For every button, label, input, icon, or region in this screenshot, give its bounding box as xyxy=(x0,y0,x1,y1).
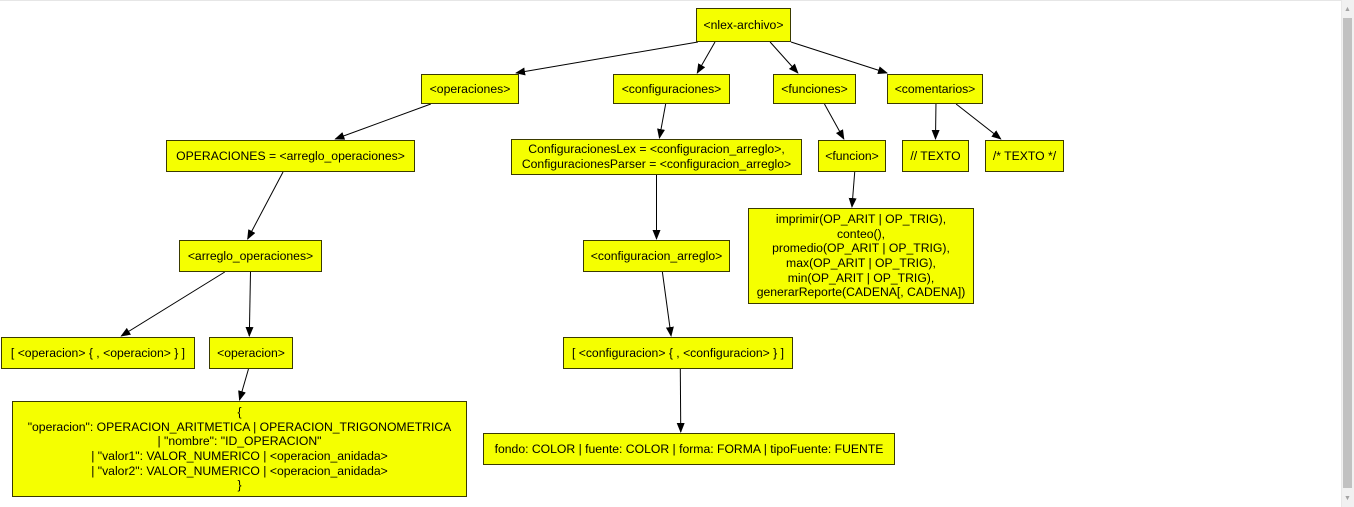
node-arreglo-operaciones-definicion: [ <operacion> { , <operacion> } ] xyxy=(1,337,195,369)
node-funciones: <funciones> xyxy=(773,74,856,104)
node-configuracion-lista: [ <configuracion> { , <configuracion> } … xyxy=(563,337,793,369)
node-comentario-bloque: /* TEXTO */ xyxy=(985,140,1064,172)
edge-arreglo-operaciones-to-operacion xyxy=(245,271,254,337)
page-top-border xyxy=(0,0,1354,1)
edge-funciones-to-funcion xyxy=(824,103,845,140)
edge-funcion-to-funcion-def xyxy=(848,171,857,208)
edge-comentarios-to-comentario-bloque xyxy=(955,103,1002,140)
scrollbar-thumb[interactable] xyxy=(1343,18,1352,488)
node-comentarios: <comentarios> xyxy=(887,74,983,104)
node-funcion: <funcion> xyxy=(818,140,886,172)
node-funcion-definicion: imprimir(OP_ARIT | OP_TRIG), conteo(), p… xyxy=(748,208,974,304)
edge-root-to-funciones xyxy=(769,41,799,74)
node-configuracion-arreglo: <configuracion_arreglo> xyxy=(583,240,730,272)
node-operacion: <operacion> xyxy=(209,337,293,369)
node-configuraciones-definicion: ConfiguracionesLex = <configuracion_arre… xyxy=(511,139,802,175)
scroll-down-arrow-icon[interactable]: ▼ xyxy=(1344,494,1351,502)
edge-operacion-to-operacion-def xyxy=(238,368,249,401)
node-comentario-linea: // TEXTO xyxy=(902,140,969,172)
edge-configuracion-arreglo-to-configuracion-lista xyxy=(661,271,674,337)
node-operaciones-definicion: OPERACIONES = <arreglo_operaciones> xyxy=(166,140,415,172)
node-operaciones: <operaciones> xyxy=(421,74,519,104)
edge-arreglo-operaciones-to-arreglo-operaciones-def xyxy=(120,271,226,337)
edge-root-to-comentarios xyxy=(790,41,888,75)
edge-operaciones-def-to-arreglo-operaciones xyxy=(247,171,284,240)
node-nlex-archivo: <nlex-archivo> xyxy=(696,8,791,42)
edge-root-to-operaciones xyxy=(515,41,698,76)
node-operacion-definicion: { "operacion": OPERACION_ARITMETICA | OP… xyxy=(12,401,467,497)
edge-operaciones-to-operaciones-def xyxy=(334,103,431,140)
edge-root-to-configuraciones xyxy=(696,41,716,74)
node-arreglo-operaciones: <arreglo_operaciones> xyxy=(179,240,322,272)
edge-configuraciones-to-configuraciones-def xyxy=(657,103,667,139)
node-configuracion-definicion: fondo: COLOR | fuente: COLOR | forma: FO… xyxy=(483,433,895,465)
scroll-up-arrow-icon[interactable]: ▲ xyxy=(1344,5,1351,13)
node-configuraciones: <configuraciones> xyxy=(613,74,730,104)
